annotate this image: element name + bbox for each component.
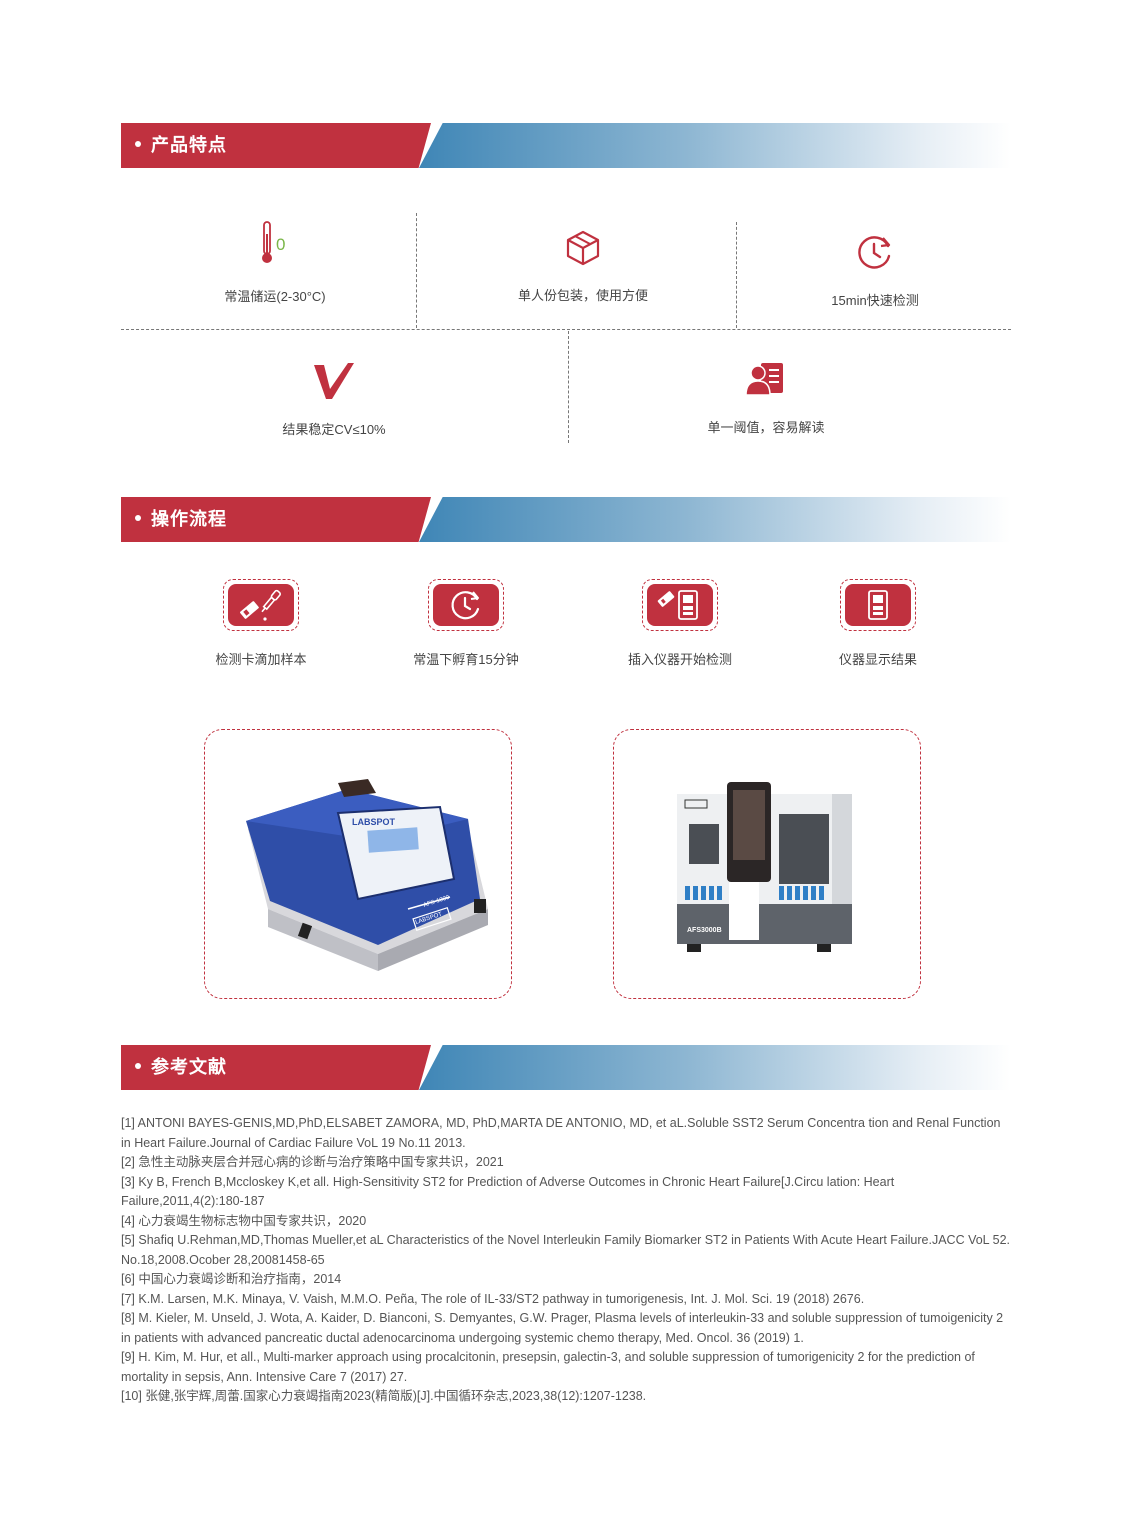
automatic-analyzer-image: AFS3000B bbox=[677, 782, 852, 952]
reference-item: [4] 心力衰竭生物标志物中国专家共识，2020 bbox=[121, 1213, 367, 1228]
device-frame-automatic: AFS3000B bbox=[613, 729, 921, 999]
section-header-gradient-band bbox=[419, 123, 1011, 168]
section-title-text: 参考文献 bbox=[151, 1057, 227, 1077]
reference-item: [10] 张健,张宇辉,周蕾.国家心力衰竭指南2023(精简版)[J].中国循环… bbox=[121, 1389, 647, 1403]
grid-divider bbox=[736, 222, 737, 328]
feature-fast-test: 15min快速检测 bbox=[800, 232, 950, 309]
section-title: 产品特点 bbox=[135, 123, 227, 168]
feature-label: 结果稳定CV≤10% bbox=[282, 422, 386, 437]
reference-item: [6] 中国心力衰竭诊断和治疗指南，2014 bbox=[121, 1272, 342, 1286]
feature-label: 单一阈值，容易解读 bbox=[707, 420, 825, 435]
feature-single-pack: 单人份包装，使用方便 bbox=[508, 229, 658, 304]
step-icon-frame bbox=[428, 579, 504, 631]
section-header-references: 参考文献 bbox=[121, 1045, 1011, 1090]
step-label: 常温下孵育15分钟 bbox=[413, 652, 519, 667]
grid-divider bbox=[416, 213, 417, 328]
timer-icon bbox=[451, 591, 480, 620]
device-frame-portable: LABSPOT AFS-1000 LABSPOT bbox=[204, 729, 512, 999]
v-check-icon bbox=[314, 363, 354, 399]
step-label: 仪器显示结果 bbox=[838, 652, 917, 667]
step-icon-frame bbox=[840, 579, 916, 631]
section-title: 操作流程 bbox=[135, 497, 227, 542]
section-header-red-band bbox=[121, 1045, 431, 1090]
reference-item: [3] Ky B, French B,Mccloskey K,et all. H… bbox=[121, 1174, 895, 1209]
portable-analyzer-image: LABSPOT AFS-1000 LABSPOT bbox=[246, 779, 488, 971]
insert-card-device-icon bbox=[657, 590, 698, 620]
thermometer-digit: 0 bbox=[276, 235, 285, 254]
step-label: 插入仪器开始检测 bbox=[627, 652, 732, 667]
step-icon-frame bbox=[642, 579, 718, 631]
feature-single-threshold: 单一阈值，容易解读 bbox=[691, 361, 841, 436]
reference-item: [7] K.M. Larsen, M.K. Minaya, V. Vaish, … bbox=[121, 1291, 865, 1306]
feature-stable-cv: 结果稳定CV≤10% bbox=[259, 361, 409, 438]
section-header-red-band bbox=[121, 497, 431, 542]
package-box-icon bbox=[566, 230, 600, 266]
section-header-gradient-band bbox=[419, 1045, 1011, 1090]
feature-label: 单人份包装，使用方便 bbox=[517, 288, 648, 303]
feature-room-temp: 0 常温储运(2-30°C) bbox=[200, 220, 350, 305]
bullet-dot bbox=[135, 141, 141, 148]
section-header-features: 产品特点 bbox=[121, 123, 1011, 168]
grid-divider bbox=[568, 331, 569, 443]
feature-label: 常温储运(2-30°C) bbox=[224, 289, 326, 304]
step-incubate: 常温下孵育15分钟 bbox=[386, 579, 546, 668]
section-header-gradient-band bbox=[419, 497, 1011, 542]
user-document-icon bbox=[745, 363, 783, 396]
bullet-dot bbox=[135, 515, 141, 522]
reference-item: [8] M. Kieler, M. Unseld, J. Wota, A. Ka… bbox=[121, 1311, 1004, 1345]
thermometer-icon: 0 bbox=[262, 221, 285, 263]
screen-brand-text: LABSPOT bbox=[352, 817, 396, 827]
section-title: 参考文献 bbox=[135, 1045, 227, 1090]
section-header-process: 操作流程 bbox=[121, 497, 1011, 542]
dropper-card-icon bbox=[240, 589, 281, 621]
reference-item: [5] Shafiq U.Rehman,MD,Thomas Mueller,et… bbox=[121, 1233, 1011, 1267]
step-insert-card: 插入仪器开始检测 bbox=[600, 579, 760, 668]
section-title-text: 操作流程 bbox=[151, 509, 227, 529]
reference-list: [1] ANTONI BAYES-GENIS,MD,PhD,ELSABET ZA… bbox=[121, 1114, 1013, 1407]
step-label: 检测卡滴加样本 bbox=[215, 652, 307, 667]
section-header-red-band bbox=[121, 123, 431, 168]
device-result-icon bbox=[868, 590, 888, 620]
feature-label: 15min快速检测 bbox=[831, 293, 919, 308]
grid-divider bbox=[121, 329, 1011, 330]
step-add-sample: 检测卡滴加样本 bbox=[181, 579, 341, 668]
step-show-result: 仪器显示结果 bbox=[798, 579, 958, 668]
bullet-dot bbox=[135, 1063, 141, 1070]
device-model-text: AFS3000B bbox=[687, 927, 722, 934]
section-title-text: 产品特点 bbox=[151, 135, 227, 155]
step-icon-frame bbox=[223, 579, 299, 631]
reference-item: [2] 急性主动脉夹层合并冠心病的诊断与治疗策略中国专家共识，2021 bbox=[121, 1155, 504, 1169]
clock-refresh-icon bbox=[858, 236, 891, 269]
reference-item: [1] ANTONI BAYES-GENIS,MD,PhD,ELSABET ZA… bbox=[121, 1116, 1001, 1150]
reference-item: [9] H. Kim, M. Hur, et all., Multi-marke… bbox=[121, 1350, 975, 1384]
